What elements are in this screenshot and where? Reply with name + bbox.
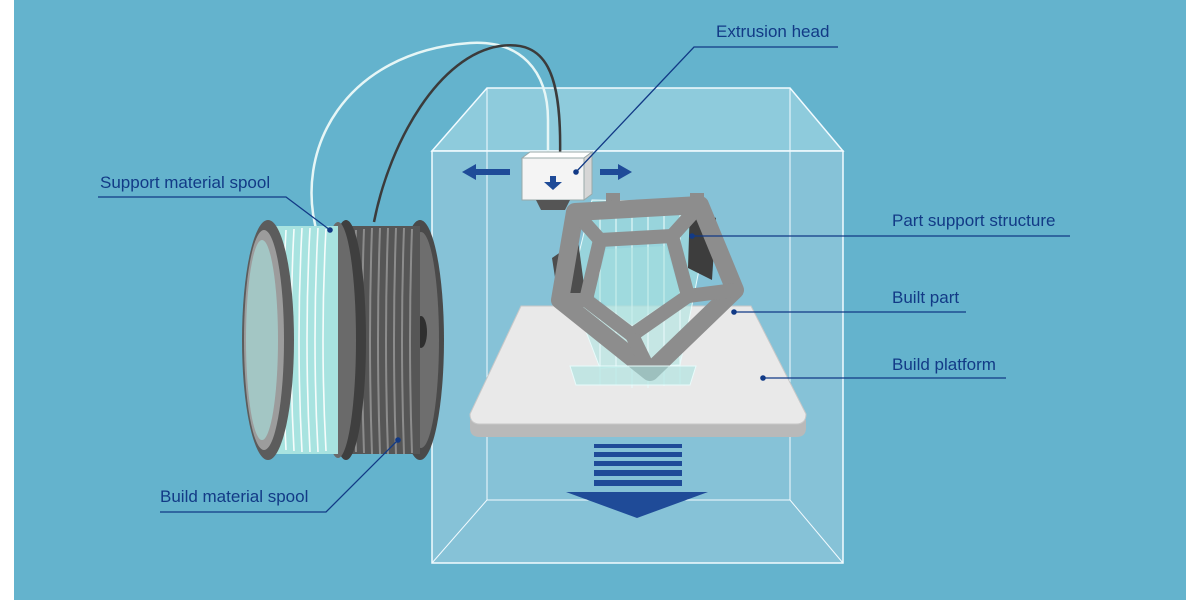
label-extrusion-head: Extrusion head [716,22,829,41]
down-arrow-icon [566,444,708,518]
down-arrow-icon [544,176,562,190]
leader-dots [327,169,766,443]
extrusion-head [520,151,594,210]
build-filament-line [372,44,562,223]
label-part-support-structure: Part support structure [892,211,1055,230]
label-built-part: Built part [892,288,959,307]
leader-lines [98,46,1070,513]
spool-assembly [242,220,444,460]
label-build-platform: Build platform [892,355,996,374]
left-right-arrow-icon [462,164,632,180]
label-support-material-spool: Support material spool [100,173,270,192]
label-build-material-spool: Build material spool [160,487,308,506]
built-part [551,193,744,388]
support-filament-line [310,41,550,237]
